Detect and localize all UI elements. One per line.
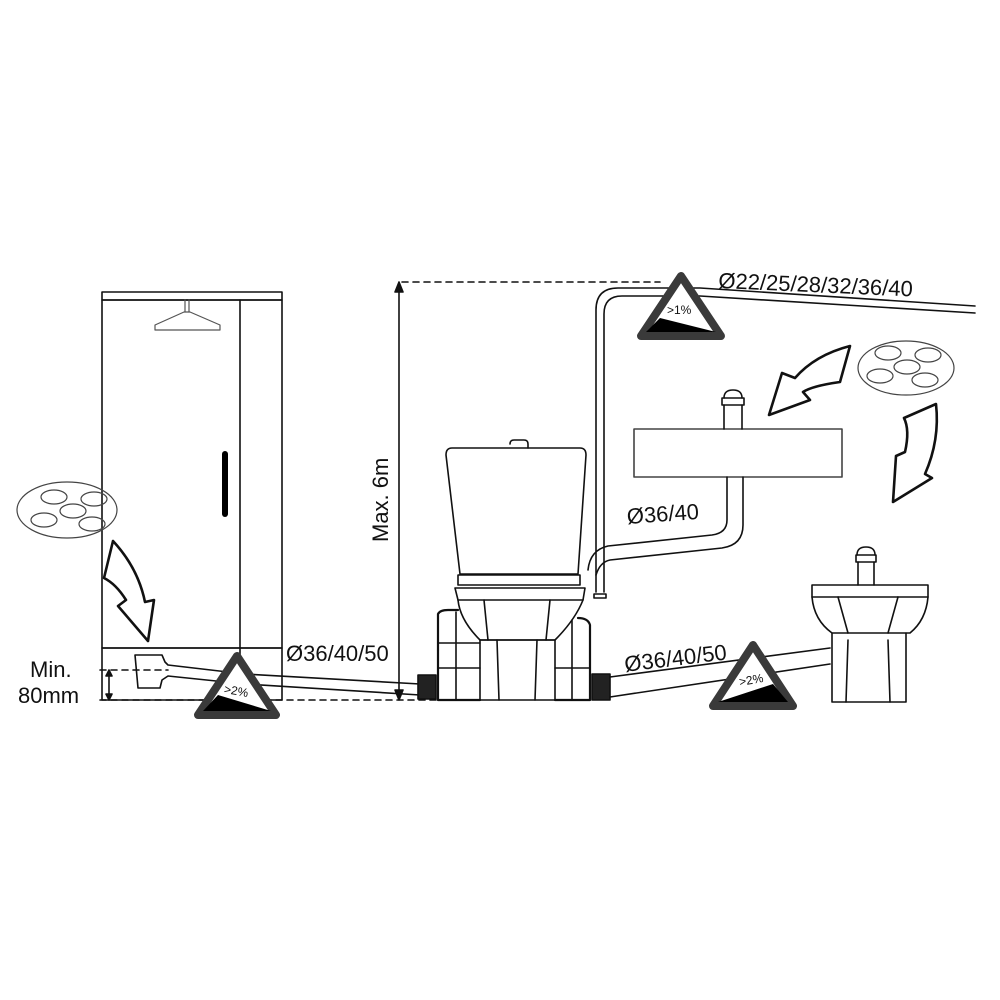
arrow-bidet-icon bbox=[891, 402, 939, 504]
slope-sign-shower bbox=[194, 652, 280, 719]
slope-sign-top bbox=[637, 272, 725, 340]
bidet bbox=[811, 546, 929, 703]
max-height-label: Max. 6m bbox=[368, 457, 393, 542]
bidet-drain-pipe bbox=[609, 647, 831, 698]
shower-head-icon bbox=[154, 299, 221, 331]
basin-pipe-diameter-label: Ø36/40 bbox=[626, 498, 700, 529]
arrow-basin-icon bbox=[767, 344, 852, 417]
drain-grate-left bbox=[16, 481, 118, 539]
max-height-dimension bbox=[394, 281, 661, 701]
shower-pipe-diameter-label: Ø36/40/50 bbox=[286, 641, 389, 666]
slope-sign-bidet bbox=[709, 641, 797, 710]
drain-grate-right bbox=[857, 340, 955, 396]
slope-top-text: >1% bbox=[667, 303, 692, 317]
shower-drain bbox=[134, 654, 246, 689]
arrow-left-icon bbox=[102, 539, 156, 643]
shower-drain-pipe bbox=[244, 673, 421, 696]
discharge-pipe bbox=[593, 287, 976, 599]
door-handle-icon bbox=[222, 451, 228, 517]
min-label: Min. bbox=[30, 657, 72, 682]
washbasin bbox=[587, 389, 843, 576]
min-80mm-label: 80mm bbox=[18, 683, 80, 708]
shower-cabin bbox=[101, 291, 283, 701]
toilet-with-macerator bbox=[417, 439, 611, 702]
